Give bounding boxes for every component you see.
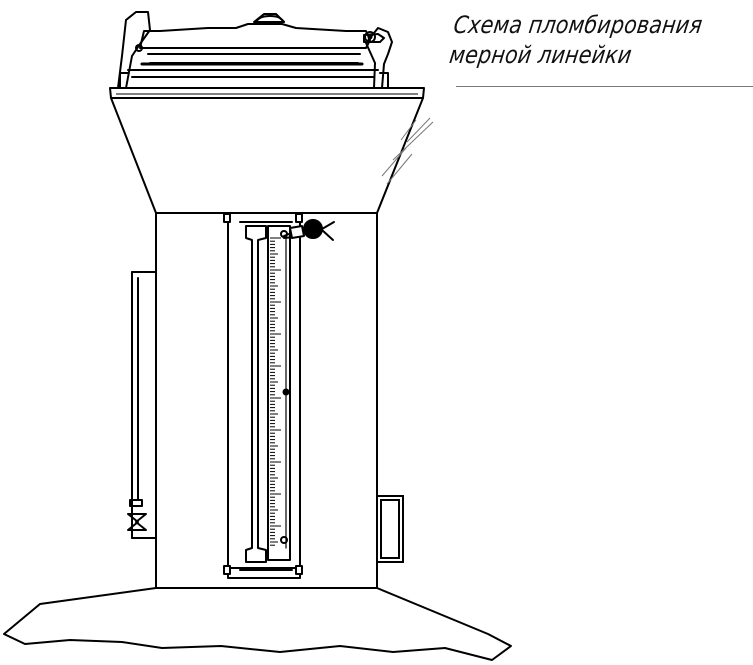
gauge-top-left-bolt: [223, 213, 231, 223]
gauge-panel: [223, 212, 303, 579]
housing-body: [155, 212, 378, 589]
lid-cap-outline: [255, 15, 285, 23]
pipe-hourglass: [127, 513, 147, 531]
lid-right-ear: [363, 33, 385, 43]
funnel: [109, 87, 425, 214]
seal-ball: [303, 219, 323, 239]
right-box: [376, 495, 404, 563]
gauge-right-column: [267, 225, 291, 561]
funnel-hatching: [381, 117, 434, 185]
housing: [3, 212, 512, 661]
seal-tail-upper: [321, 221, 335, 230]
lid-screw-right-inner: [367, 34, 373, 40]
lid-bracket-right: [365, 27, 393, 89]
housing-base-skirt: [3, 587, 512, 661]
seal-clip: [289, 225, 305, 239]
seal-tail-lower: [321, 229, 334, 241]
seal-assembly: [283, 219, 335, 241]
gauge-bottom-screw: [280, 536, 288, 544]
funnel-body: [110, 97, 424, 214]
gauge-center-screw: [282, 388, 290, 396]
caption-underline: [456, 86, 753, 87]
gauge-left-column: [245, 225, 267, 563]
pipe-valve: [129, 499, 143, 507]
gauge-bottom-right-bolt: [295, 565, 303, 575]
gauge-panel-outer: [227, 212, 301, 579]
left-pipe: [127, 271, 157, 539]
lid-top-frame: [139, 23, 371, 49]
gauge-top-right-bolt: [295, 213, 303, 223]
top-lid-assembly: [117, 11, 393, 89]
measuring-ruler-scale: [270, 237, 281, 546]
lid-screw-left: [135, 44, 143, 52]
funnel-rim: [109, 87, 425, 99]
gauge-bottom-left-bolt: [223, 565, 231, 575]
